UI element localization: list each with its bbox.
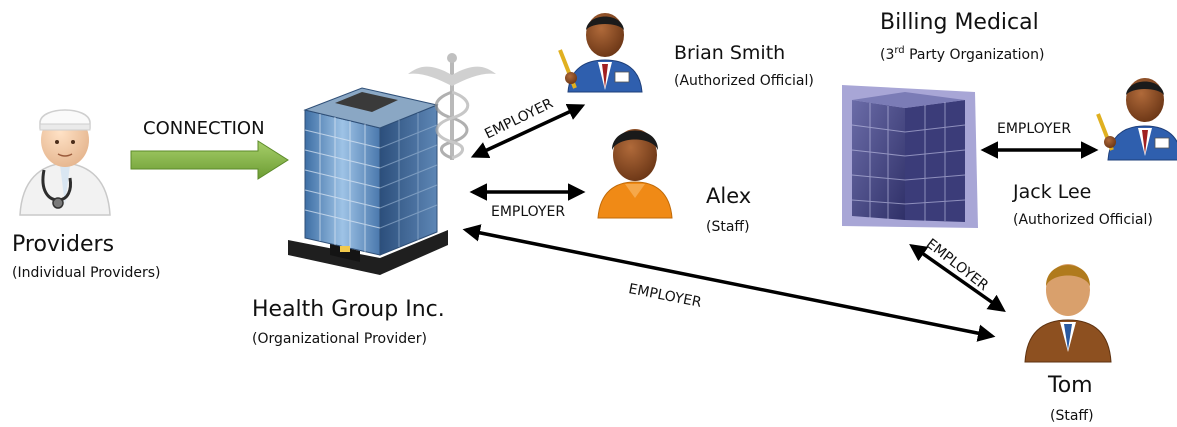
arrow-hg-brian	[470, 103, 586, 159]
arrow-hg-tom	[462, 224, 996, 342]
business-person-brown-icon	[1024, 264, 1112, 363]
doctor-with-stethoscope-icon	[19, 109, 111, 216]
business-person-blue-icon-brian	[558, 13, 643, 93]
arrow-bm-tom	[909, 243, 1006, 313]
employer-label-alex: EMPLOYER	[491, 204, 566, 220]
providers-role: (Individual Providers)	[12, 265, 161, 281]
tom-name: Tom	[1048, 373, 1093, 398]
jack-role: (Authorized Official)	[1013, 212, 1153, 228]
providers-name: Providers	[12, 232, 115, 257]
billing-role-suffix: Party Organization)	[904, 47, 1045, 63]
alex-role: (Staff)	[706, 219, 750, 235]
employer-label-jack: EMPLOYER	[997, 121, 1072, 137]
office-tower-icon	[288, 87, 448, 275]
alex-name: Alex	[706, 184, 752, 208]
health-group-name: Health Group Inc.	[252, 297, 445, 322]
tom-role: (Staff)	[1050, 408, 1094, 424]
brian-role: (Authorized Official)	[674, 73, 814, 89]
billing-role: (3rd Party Organization)	[880, 45, 1045, 63]
brian-name: Brian Smith	[674, 42, 786, 64]
health-group-role: (Organizational Provider)	[252, 331, 427, 347]
billing-name: Billing Medical	[880, 10, 1039, 35]
business-person-blue-icon-jack	[1096, 78, 1177, 161]
billing-building-icon	[842, 85, 978, 228]
connection-label: CONNECTION	[143, 118, 265, 139]
billing-role-sup: rd	[894, 45, 905, 56]
billing-role-prefix: (3	[880, 47, 895, 63]
connection-arrow	[130, 140, 289, 180]
jack-name: Jack Lee	[1013, 181, 1092, 203]
caduceus-icon	[408, 53, 496, 160]
staff-woman-orange-icon	[597, 129, 673, 219]
employer-arrows	[462, 103, 1099, 342]
